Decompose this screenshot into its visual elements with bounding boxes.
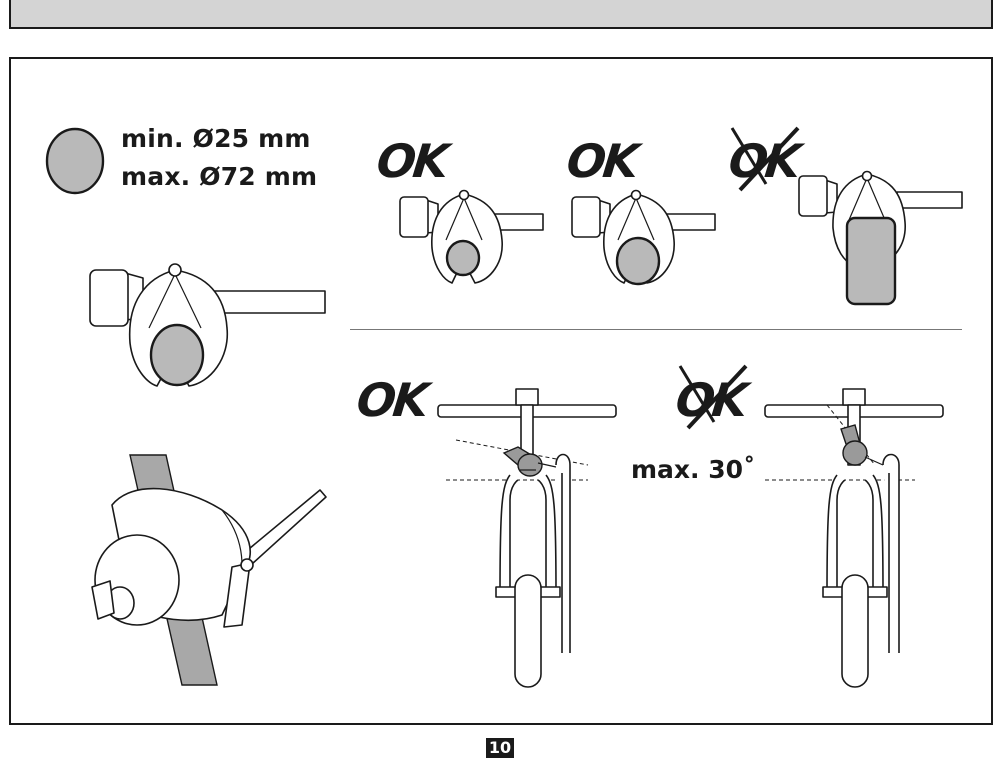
clamp-side-view	[91, 454, 327, 686]
tube-diameter-icon	[45, 127, 105, 195]
ok-label-bike-level: OK	[354, 373, 429, 427]
bike-front-view-level	[437, 388, 617, 688]
max-diameter-label: max. Ø72 mm	[121, 162, 318, 191]
clamp-small-tube	[399, 189, 544, 284]
cross-out-icon	[678, 364, 748, 430]
clamp-rectangular-tube	[798, 170, 963, 306]
header-bar	[9, 0, 993, 29]
clamp-front-view	[89, 263, 326, 387]
ok-label-small-tube: OK	[374, 134, 449, 188]
bike-front-view-tilted	[764, 388, 944, 688]
page-number: 10	[486, 738, 514, 758]
ok-label-large-tube: OK	[564, 134, 639, 188]
clamp-large-tube	[571, 189, 716, 286]
min-diameter-label: min. Ø25 mm	[121, 124, 311, 153]
cross-out-icon	[730, 126, 800, 192]
max-angle-label: max. 30˚	[631, 455, 756, 484]
section-divider	[350, 329, 962, 330]
